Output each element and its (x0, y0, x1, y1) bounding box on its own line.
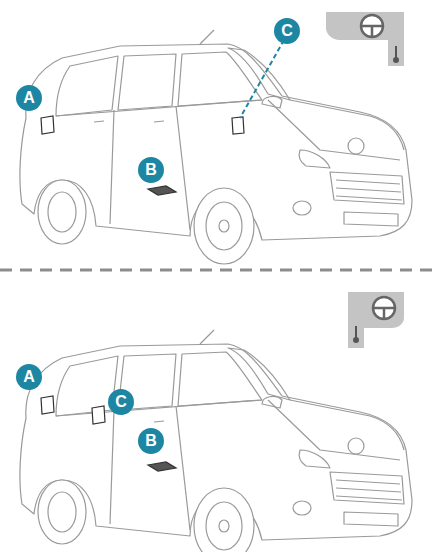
callout-circle (16, 85, 42, 111)
label-patch (232, 117, 244, 134)
car-bottom (20, 330, 412, 552)
callout-circle (274, 18, 300, 44)
car-top (20, 30, 412, 264)
thermometer-symbol (393, 57, 399, 63)
callout-circle (138, 428, 164, 454)
thermometer-symbol (355, 326, 357, 338)
label-patch (41, 396, 54, 414)
callout-circle (108, 389, 134, 415)
drive-side-icon (348, 292, 404, 348)
callout-letter: C (108, 389, 134, 415)
callout-letter: B (138, 157, 164, 183)
thermometer-symbol (353, 337, 359, 343)
thermometer-symbol (395, 46, 397, 58)
callout-circles (16, 18, 300, 454)
label-patches (41, 116, 244, 471)
leader-line (240, 40, 284, 118)
steering-wheel-symbol (361, 26, 383, 37)
drive-side-icon (326, 12, 404, 66)
label-patch (148, 186, 176, 195)
callout-circle (16, 364, 42, 390)
divider-line (0, 269, 434, 272)
callout-letter: A (16, 85, 42, 111)
label-patch (41, 116, 54, 134)
icon-background (388, 40, 404, 66)
callout-letter: B (138, 428, 164, 454)
callout-letter: C (274, 18, 300, 44)
callout-circle (138, 157, 164, 183)
steering-wheel-symbol (361, 15, 383, 37)
steering-wheel-symbol (373, 297, 395, 319)
steering-wheel-symbol (373, 308, 395, 319)
label-patch (148, 462, 176, 471)
label-patch (92, 406, 105, 424)
icon-background (348, 322, 364, 348)
callout-letter: A (16, 364, 42, 390)
